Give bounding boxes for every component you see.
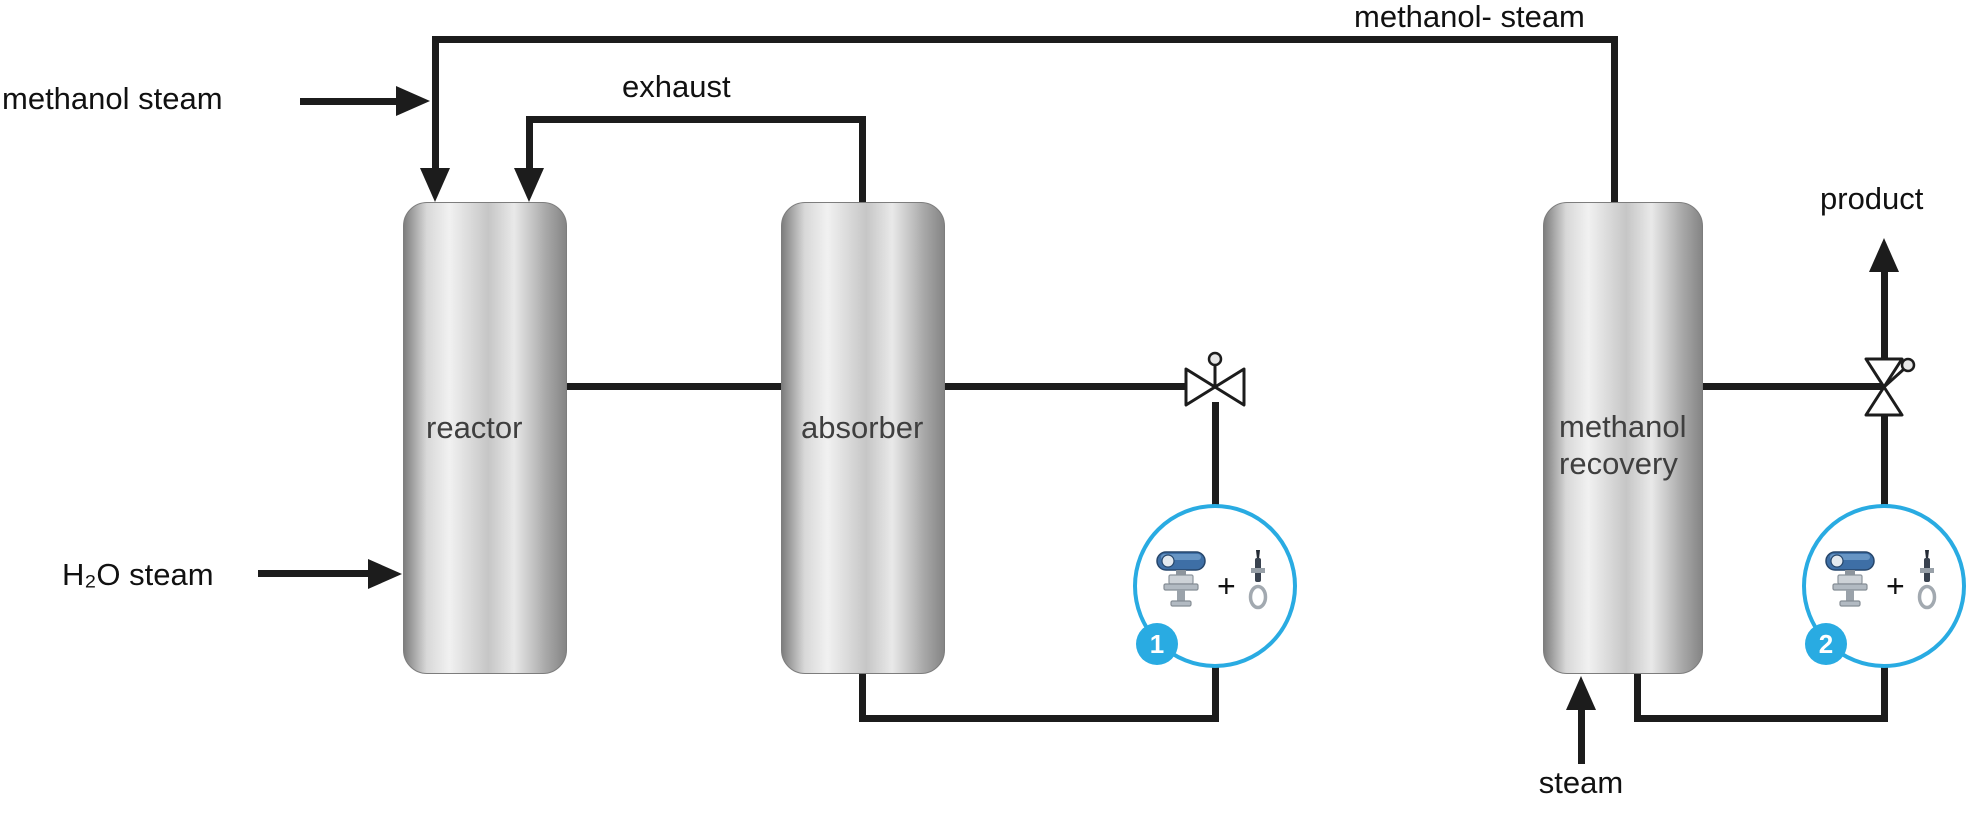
vessel-methanol-recovery: methanol recovery: [1543, 202, 1703, 674]
pipe-steam-inlet: [1578, 708, 1585, 764]
product-outlet-arrow-icon: [1869, 238, 1899, 272]
pipe-recovery-bottom-stub: [1634, 674, 1641, 722]
pipe-exhaust-down-to-reactor: [526, 116, 533, 172]
pipe-valve2-to-product: [1881, 272, 1888, 358]
flowmeter-icon: [1822, 550, 1878, 617]
probe-icon: [1916, 550, 1938, 617]
stream-label-exhaust: exhaust: [622, 69, 731, 104]
exhaust-into-reactor-arrow-icon: [514, 168, 544, 202]
pipe-reactor-to-absorber: [567, 383, 781, 390]
probe-icon: [1247, 550, 1269, 617]
methanol-steam-inlet-arrow-icon: [396, 86, 430, 116]
stream-label-product: product: [1820, 181, 1924, 216]
vessel-absorber-label: absorber: [801, 410, 924, 445]
h2o-steam-inlet-arrow-icon: [368, 559, 402, 589]
measuring-point-1-badge: 1: [1136, 623, 1178, 665]
pipe-recycle-from-recovery-top: [1611, 36, 1618, 202]
pipe-exhaust-horizontal: [526, 116, 866, 123]
pipe-methanol-steam-recycle-top: [432, 36, 1618, 43]
three-way-valve-2-icon: [1858, 355, 1918, 424]
pipe-h2o-steam-inlet: [258, 570, 368, 577]
pipe-absorber-to-valve1: [945, 383, 1190, 390]
three-way-valve-1-icon: [1183, 349, 1247, 418]
pipe-exhaust-from-absorber-top: [859, 116, 866, 202]
measuring-point-2-badge: 2: [1805, 623, 1847, 665]
stream-label-steam: steam: [1538, 765, 1624, 800]
vessel-absorber: absorber: [781, 202, 945, 674]
vessel-methanol-recovery-label: methanol recovery: [1559, 409, 1687, 481]
plus-sign: +: [1217, 568, 1236, 604]
stream-label-methanol-steam: methanol steam: [2, 81, 223, 116]
vessel-reactor: reactor: [403, 202, 567, 674]
recycle-into-reactor-arrow-icon: [420, 168, 450, 202]
pipe-absorber-bottom-loop: [859, 715, 1219, 722]
pipe-absorber-bottom-stub: [859, 674, 866, 722]
stream-label-methanol-steam-recycle: methanol- steam: [1354, 0, 1585, 34]
plus-sign: +: [1886, 568, 1905, 604]
pipe-recovery-to-valve2: [1701, 383, 1884, 390]
pipe-recycle-downcomer-to-reactor: [432, 36, 439, 170]
pipe-methanol-steam-inlet: [300, 98, 396, 105]
pipe-recovery-bottom-loop: [1634, 715, 1888, 722]
steam-inlet-arrow-icon: [1566, 676, 1596, 710]
flowmeter-icon: [1153, 550, 1209, 617]
stream-label-h2o-steam: H₂O steam: [62, 557, 214, 592]
vessel-reactor-label: reactor: [426, 410, 523, 445]
